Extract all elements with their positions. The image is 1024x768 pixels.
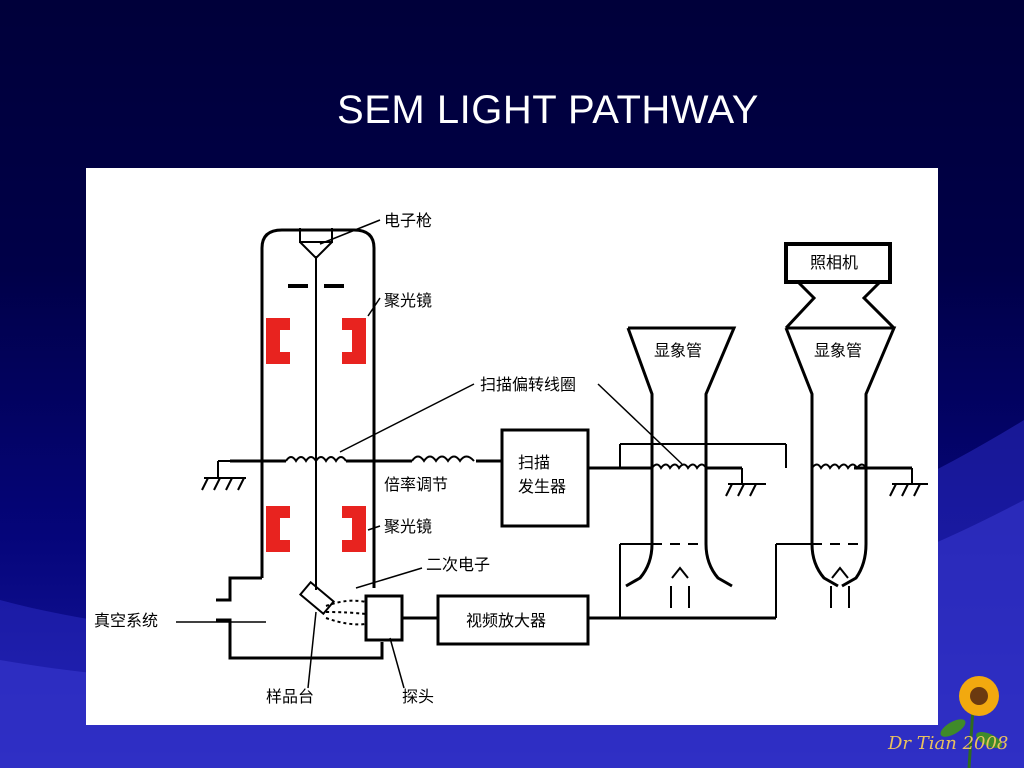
label-crt-right: 显象管: [814, 341, 862, 360]
label-condenser-top: 聚光镜: [384, 291, 432, 310]
crt-left-shape: [625, 326, 737, 588]
label-crt-left: 显象管: [654, 341, 702, 360]
specimen-holder: [298, 580, 336, 616]
label-sample-stage: 样品台: [266, 687, 314, 706]
sunflower-logo: [940, 676, 1002, 768]
label-vacuum: 真空系统: [94, 611, 158, 630]
label-secondary-electron: 二次电子: [426, 555, 490, 574]
label-probe: 探头: [402, 687, 434, 706]
magnification-coil: [411, 455, 475, 463]
label-scan-gen-2: 发生器: [518, 477, 566, 496]
diagram-panel: 电子枪 聚光镜 扫描偏转线圈 倍率调节 扫描 发生器 显象管 显象管 照相机 聚…: [86, 168, 938, 725]
column-base: [228, 642, 384, 660]
detector-box: [364, 594, 404, 642]
scan-coil-column: [285, 456, 347, 463]
camera-box: [784, 242, 892, 284]
label-camera: 照相机: [810, 253, 858, 272]
column-outer-wall: [260, 228, 376, 588]
label-scan-coil: 扫描偏转线圈: [480, 375, 576, 394]
sem-diagram: 电子枪 聚光镜 扫描偏转线圈 倍率调节 扫描 发生器 显象管 显象管 照相机 聚…: [94, 211, 928, 706]
crt-right-shape: [784, 326, 897, 588]
label-magnification: 倍率调节: [384, 475, 448, 494]
label-electron-gun: 电子枪: [384, 211, 432, 230]
video-amp-box: [436, 594, 590, 646]
label-condenser-bottom: 聚光镜: [384, 517, 432, 536]
electron-gun-shape: [299, 228, 333, 260]
condenser-lenses: [266, 318, 366, 552]
label-scan-gen-1: 扫描: [518, 453, 550, 472]
signature: Dr Tian 2008: [888, 733, 1009, 754]
slide-title: SEM LIGHT PATHWAY: [337, 88, 759, 132]
label-video-amp: 视频放大器: [466, 611, 546, 630]
scan-generator-box: [500, 428, 590, 528]
